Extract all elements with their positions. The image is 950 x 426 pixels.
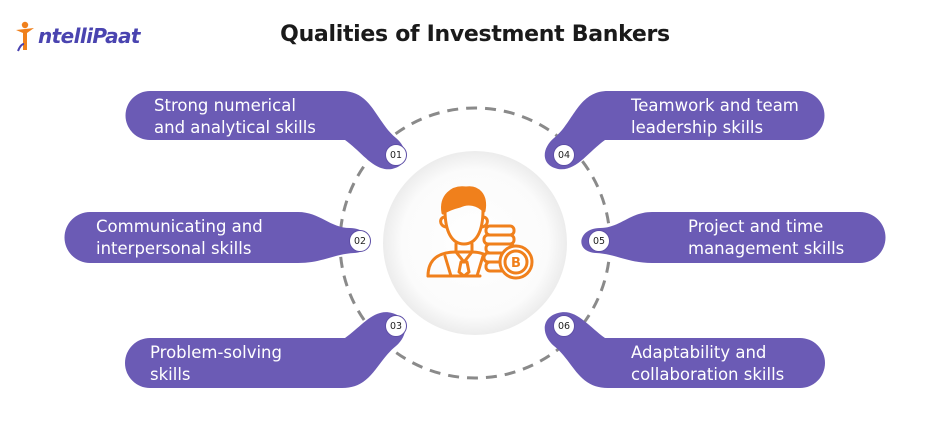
quality-03-line1: Problem-solving xyxy=(150,343,282,362)
pill-01-shape xyxy=(125,91,406,170)
pill-03-shape xyxy=(125,312,406,388)
banker-with-coins-icon xyxy=(426,186,534,280)
quality-04-line1: Teamwork and team xyxy=(631,96,799,115)
badge-05: 05 xyxy=(588,230,610,252)
quality-06-text: Adaptability and collaboration skills xyxy=(631,342,784,386)
pill-06-shape xyxy=(544,312,825,388)
logo-person-icon xyxy=(16,21,34,52)
quality-03-line2: skills xyxy=(150,365,191,384)
coin-b-symbol: B xyxy=(511,256,521,271)
quality-05-line1: Project and time xyxy=(688,217,824,236)
badge-03: 03 xyxy=(385,315,407,337)
badge-06: 06 xyxy=(553,315,575,337)
quality-02-line1: Communicating and xyxy=(96,217,263,236)
center-disc xyxy=(383,151,567,335)
quality-02-line2: interpersonal skills xyxy=(96,239,252,258)
pill-05-shape xyxy=(581,212,886,263)
quality-05-text: Project and time management skills xyxy=(688,216,844,260)
quality-05-line2: management skills xyxy=(688,239,845,258)
quality-01-text: Strong numerical and analytical skills xyxy=(154,95,316,139)
pill-02-shape xyxy=(64,212,369,263)
quality-02-text: Communicating and interpersonal skills xyxy=(96,216,263,260)
quality-06-line1: Adaptability and xyxy=(631,343,767,362)
pill-04-shape xyxy=(544,91,825,170)
quality-06-line2: collaboration skills xyxy=(631,365,785,384)
badge-01: 01 xyxy=(385,144,407,166)
quality-01-line1: Strong numerical xyxy=(154,96,296,115)
quality-04-line2: leadership skills xyxy=(631,118,764,137)
logo-wordmark: ntelliPaat xyxy=(38,24,140,48)
quality-03-text: Problem-solving skills xyxy=(150,342,282,386)
quality-04-text: Teamwork and team leadership skills xyxy=(631,95,799,139)
page-title: Qualities of Investment Bankers xyxy=(280,22,670,47)
intellipaat-logo: ntelliPaat xyxy=(14,20,140,52)
badge-02: 02 xyxy=(349,230,371,252)
badge-04: 04 xyxy=(553,144,575,166)
quality-01-line2: and analytical skills xyxy=(154,118,316,137)
